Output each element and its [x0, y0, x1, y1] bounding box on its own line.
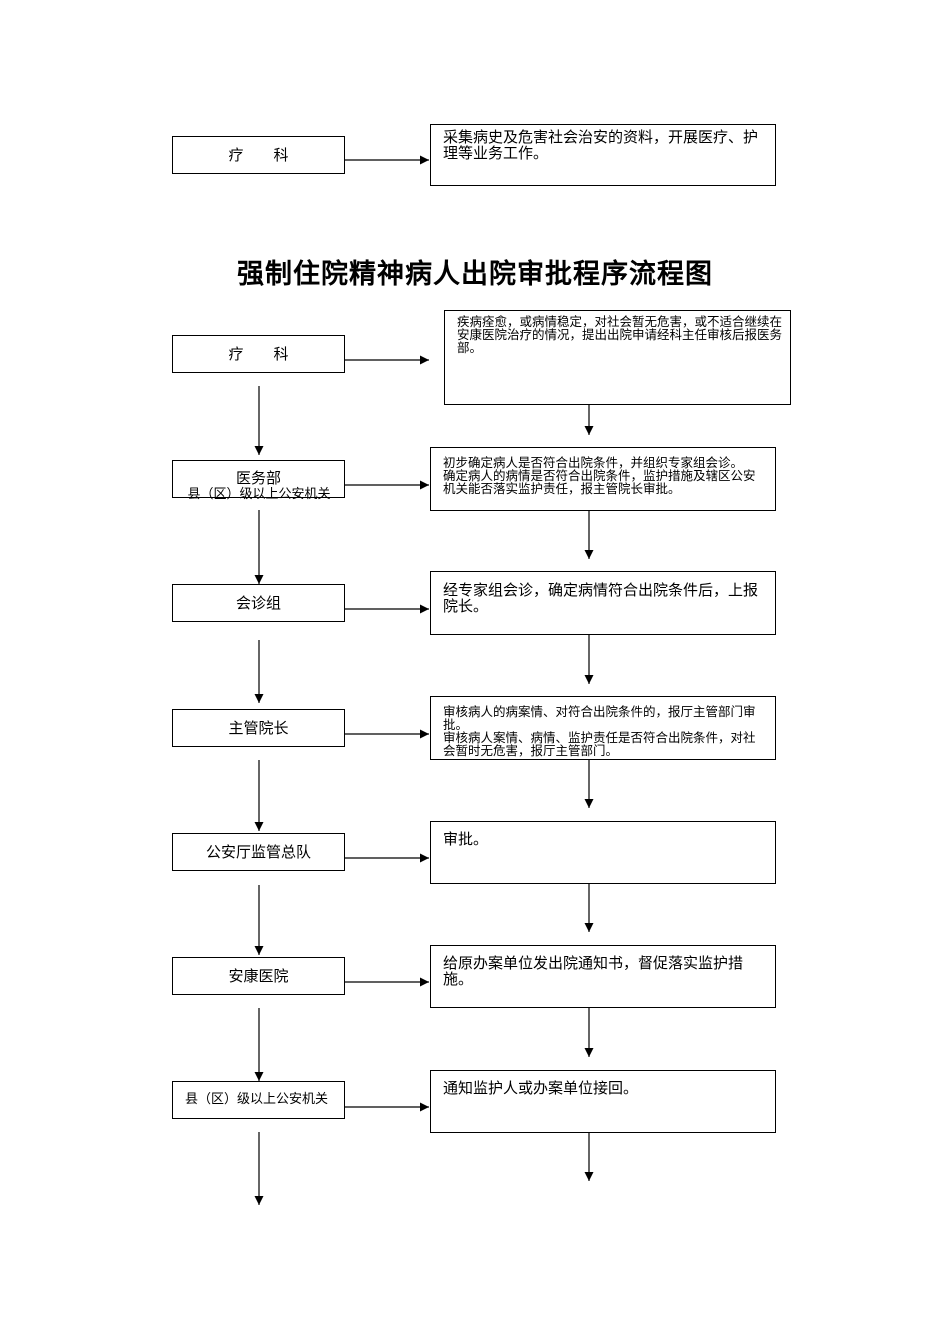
left-node-2-label: 医务部: [235, 469, 281, 487]
right-node-6: 给原办案单位发出院通知书，督促落实监护措施。: [430, 945, 776, 1008]
right-node-4: 审核病人的病案情、对符合出院条件的，报厅主管部门审批。 审核病人案情、病情、监护…: [430, 696, 776, 760]
right-node-3: 经专家组会诊，确定病情符合出院条件后，上报院长。: [430, 571, 776, 635]
left-node-1: 疗 科: [172, 335, 345, 373]
right-node-2-text: 初步确定病人是否符合出院条件，并组织专家组会诊。: [443, 455, 744, 470]
right-node-5: 审批。: [430, 821, 776, 884]
right-node-7: 通知监护人或办案单位接回。: [430, 1070, 776, 1133]
left-node-2: 医务部: [172, 460, 345, 498]
top-right-node-text: 采集病史及危害社会治安的资料，开展医疗、护理等业务工作。: [443, 128, 759, 162]
right-node-2-text2: 确定病人的病情是否符合出院条件，监护措施及辖区公安机关能否落实监护责任，报主管院…: [443, 468, 756, 496]
left-node-7-label: 县（区）级以上公安机关: [185, 1092, 329, 1107]
top-left-node-label: 疗 科: [228, 146, 289, 164]
right-node-2: 初步确定病人是否符合出院条件，并组织专家组会诊。 确定病人的病情是否符合出院条件…: [430, 447, 776, 511]
right-node-6-text: 给原办案单位发出院通知书，督促落实监护措施。: [443, 954, 744, 988]
right-node-1-text: 疾病痊愈，或病情稳定，对社会暂无危害，或不适合继续在安康医院治疗的情况，提出出院…: [457, 314, 783, 355]
left-node-6: 安康医院: [172, 957, 345, 995]
right-node-3-text: 经专家组会诊，确定病情符合出院条件后，上报院长。: [443, 581, 759, 615]
left-node-7: 县（区）级以上公安机关: [172, 1081, 345, 1119]
right-node-7-text: 通知监护人或办案单位接回。: [443, 1079, 639, 1097]
page-title: 强制住院精神病人出院审批程序流程图: [237, 259, 713, 290]
left-node-5: 公安厅监管总队: [172, 833, 345, 871]
left-node-1-label: 疗 科: [228, 345, 289, 363]
top-right-node: 采集病史及危害社会治安的资料，开展医疗、护理等业务工作。: [430, 124, 776, 186]
left-node-5-label: 公安厅监管总队: [205, 843, 311, 861]
top-left-node: 疗 科: [172, 136, 345, 174]
left-node-2-overlay-label: 县（区）级以上公安机关: [187, 487, 331, 502]
left-node-3: 会诊组: [172, 584, 345, 622]
right-node-1: 疾病痊愈，或病情稳定，对社会暂无危害，或不适合继续在安康医院治疗的情况，提出出院…: [444, 310, 791, 405]
left-node-6-label: 安康医院: [228, 967, 289, 985]
left-node-3-label: 会诊组: [235, 594, 281, 612]
left-node-4: 主管院长: [172, 709, 345, 747]
left-node-4-label: 主管院长: [228, 719, 289, 737]
right-node-4-text2: 审核病人案情、病情、监护责任是否符合出院条件，对社会暂时无危害，报厅主管部门。: [443, 730, 756, 758]
right-node-5-text: 审批。: [443, 830, 489, 848]
right-node-4-text: 审核病人的病案情、对符合出院条件的，报厅主管部门审批。: [443, 704, 756, 732]
